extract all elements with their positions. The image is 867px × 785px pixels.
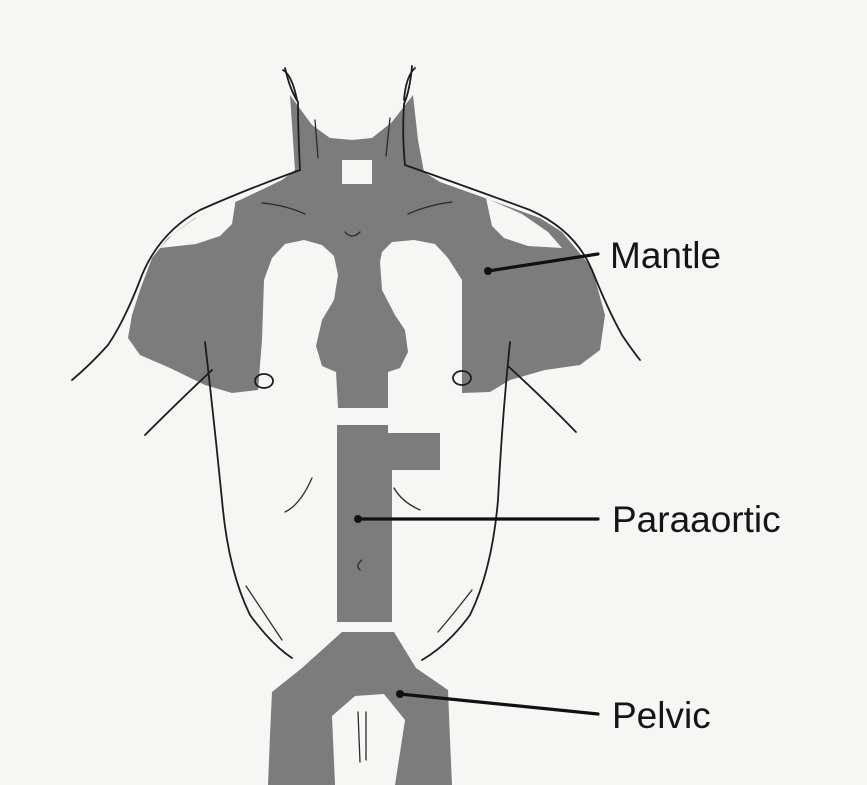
mantle-label: Mantle (610, 235, 721, 276)
mantle-field (128, 95, 605, 408)
pelvic-label: Pelvic (612, 695, 711, 736)
paraaortic-field (337, 425, 440, 622)
paraaortic-label: Paraaortic (612, 499, 781, 540)
